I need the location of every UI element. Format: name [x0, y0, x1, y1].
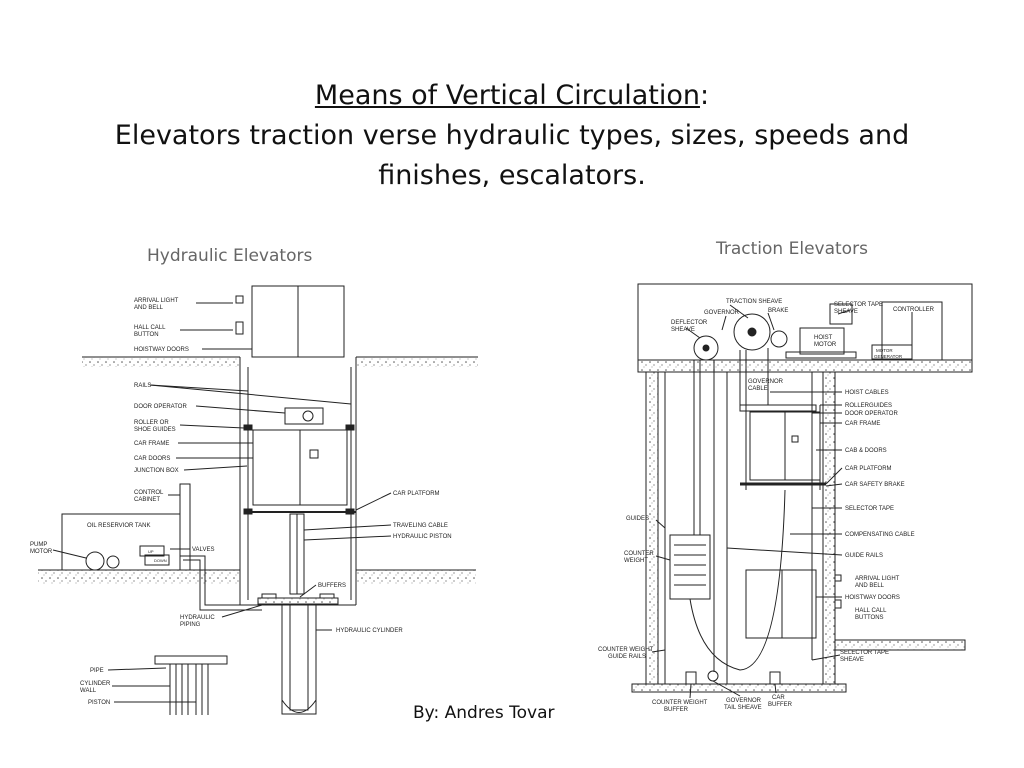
- label-guide-rails: GUIDE RAILS: [845, 553, 883, 559]
- label-generator: GENERATOR: [874, 354, 903, 359]
- label-up: UP: [148, 549, 154, 554]
- label-junction-box: JUNCTION BOX: [134, 468, 179, 474]
- hydraulic-caption: Hydraulic Elevators: [147, 246, 313, 266]
- label-selector-tape-b: SELECTOR TAPE: [840, 650, 889, 656]
- label-hall-call-t: HALL CALL: [855, 608, 887, 614]
- label-cabinet: CABINET: [134, 497, 160, 503]
- label-cw-guide-rails: COUNTER WEIGHT: [598, 647, 654, 653]
- label-arrival-bell: AND BELL: [134, 305, 164, 311]
- hydraulic-labels: ARRIVAL LIGHT AND BELL HALL CALL BUTTON …: [30, 298, 452, 706]
- label-piston: PISTON: [88, 700, 110, 706]
- label-roller: ROLLER OR: [134, 420, 169, 426]
- title-line-3: finishes, escalators.: [378, 160, 646, 191]
- label-governor-cable: GOVERNOR: [748, 379, 784, 385]
- label-oil-tank: OIL RESERVIOR TANK: [87, 523, 150, 529]
- label-hydraulic-cylinder: HYDRAULIC CYLINDER: [336, 628, 403, 634]
- label-controller: CONTROLLER: [893, 307, 935, 313]
- author-credit: By: Andres Tovar: [413, 703, 555, 723]
- slide-title: Means of Vertical Circulation: Elevators…: [60, 76, 964, 196]
- label-hydraulic: HYDRAULIC: [180, 615, 215, 621]
- label-car-buffer-2: BUFFER: [768, 702, 793, 708]
- label-car-platform-t: CAR PLATFORM: [845, 466, 892, 472]
- label-arrival-bell-t: AND BELL: [855, 583, 885, 589]
- label-deflector: DEFLECTOR: [671, 320, 708, 326]
- label-deflector-sheave: SHEAVE: [671, 327, 695, 333]
- label-valves: VALVES: [192, 547, 214, 553]
- label-hoistway-doors: HOISTWAY DOORS: [134, 347, 189, 353]
- label-roller-guides: ROLLERGUIDES: [845, 403, 892, 409]
- label-car-doors: CAR DOORS: [134, 456, 170, 462]
- label-hoist-motor: MOTOR: [814, 342, 837, 348]
- label-hall-call-button: BUTTON: [134, 332, 159, 338]
- label-cw-buffer-2: BUFFER: [664, 707, 689, 713]
- label-brake: BRAKE: [768, 308, 788, 314]
- label-shoe-guides: SHOE GUIDES: [134, 427, 176, 433]
- label-selector-tape-t: SELECTOR TAPE: [845, 506, 894, 512]
- title-line-2: Elevators traction verse hydraulic types…: [114, 120, 910, 151]
- label-door-operator: DOOR OPERATOR: [134, 404, 187, 410]
- label-car-platform: CAR PLATFORM: [393, 491, 440, 497]
- label-weight: WEIGHT: [624, 558, 648, 564]
- label-compensating-cable: COMPENSATING CABLE: [845, 532, 915, 538]
- label-rails: RAILS: [134, 383, 151, 389]
- label-cw-guide-rails-2: GUIDE RAILS: [608, 654, 646, 660]
- label-hall-call: HALL CALL: [134, 325, 166, 331]
- label-selector-tape: SELECTOR TAPE: [834, 302, 883, 308]
- label-hall-call-buttons: BUTTONS: [855, 615, 884, 621]
- label-control: CONTROL: [134, 490, 164, 496]
- label-down: DOWN: [154, 558, 167, 563]
- label-car-safety-brake: CAR SAFETY BRAKE: [845, 482, 905, 488]
- label-car-frame: CAR FRAME: [134, 441, 169, 447]
- hydraulic-elevator-diagram: [38, 285, 478, 715]
- label-wall: WALL: [80, 688, 97, 694]
- label-traction-sheave: TRACTION SHEAVE: [726, 299, 782, 305]
- label-selector-sheave-b: SHEAVE: [840, 657, 864, 663]
- label-gov-tail: GOVERNOR: [726, 698, 762, 704]
- label-hydraulic-piston: HYDRAULIC PISTON: [393, 534, 452, 540]
- label-arrival-light-t: ARRIVAL LIGHT: [855, 576, 900, 582]
- title-colon: :: [699, 80, 710, 111]
- traction-elevator-diagram: [631, 283, 973, 699]
- label-cable: CABLE: [748, 386, 768, 392]
- label-piping: PIPING: [180, 622, 201, 628]
- label-hoist-cables: HOIST CABLES: [845, 390, 889, 396]
- label-pipe: PIPE: [90, 668, 104, 674]
- label-governor: GOVERNOR: [704, 310, 740, 316]
- traction-labels: TRACTION SHEAVE SELECTOR TAPE SHEAVE CON…: [598, 299, 935, 713]
- label-car-buffer: CAR: [772, 695, 785, 701]
- label-cw-buffer: COUNTER WEIGHT: [652, 700, 708, 706]
- label-arrival-light: ARRIVAL LIGHT: [134, 298, 179, 304]
- label-traveling-cable: TRAVELING CABLE: [393, 523, 448, 529]
- label-guides: GUIDES: [626, 516, 649, 522]
- label-cylinder: CYLINDER: [80, 681, 111, 687]
- label-cab-doors: CAB & DOORS: [845, 448, 887, 454]
- label-buffers: BUFFERS: [318, 583, 346, 589]
- label-door-operator-t: DOOR OPERATOR: [845, 411, 898, 417]
- label-pump: PUMP: [30, 542, 47, 548]
- title-main: Means of Vertical Circulation: [314, 80, 700, 111]
- label-motor-gen: MOTOR: [876, 348, 893, 353]
- label-gov-tail-2: TAIL SHEAVE: [724, 705, 762, 711]
- traction-caption: Traction Elevators: [716, 239, 868, 259]
- label-counter: COUNTER: [624, 551, 654, 557]
- label-hoist: HOIST: [814, 335, 833, 341]
- label-motor: MOTOR: [30, 549, 53, 555]
- label-car-frame-t: CAR FRAME: [845, 421, 880, 427]
- label-hoistway-doors-t: HOISTWAY DOORS: [845, 595, 900, 601]
- label-selector-sheave: SHEAVE: [834, 309, 858, 315]
